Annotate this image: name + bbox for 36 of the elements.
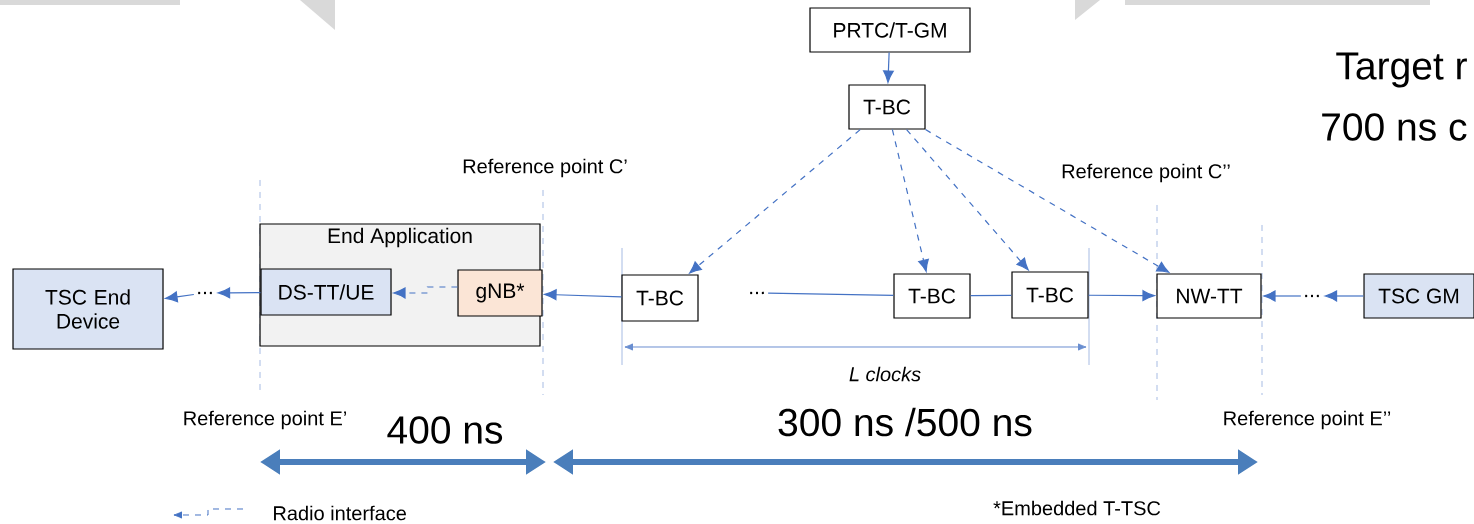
footnote-text: *Embedded T-TSC: [993, 500, 1161, 516]
heading-text: Target r: [1336, 52, 1467, 88]
ellipsis-text: ...: [1305, 294, 1319, 298]
device-box: TSC End Device: [12, 268, 164, 350]
device-box: gNB*: [457, 269, 543, 317]
ellipsis-text: ...: [198, 291, 212, 295]
arrow: [217, 287, 261, 299]
clock-box: PRTC/T-GM: [809, 7, 971, 53]
dimension-label: 400 ns: [387, 416, 503, 444]
arrow: [924, 129, 1170, 273]
device-box: DS-TT/UE: [260, 268, 392, 316]
clock-box: T-BC: [893, 273, 971, 319]
arrow: [1263, 290, 1302, 302]
reference-label: Reference point C’’: [1062, 163, 1230, 183]
clock-box: T-BC: [621, 274, 699, 322]
clock-box: NW-TT: [1156, 273, 1262, 319]
dimension-label: 300 ns /500 ns: [778, 407, 1032, 437]
arrow: [544, 289, 622, 301]
arrow: [165, 291, 195, 303]
arrow: [1088, 290, 1155, 302]
arrow: [1324, 290, 1364, 302]
ellipsis-text: ...: [750, 291, 764, 295]
dimension-label: L clocks: [849, 366, 921, 382]
legend-text: Radio interface: [274, 505, 406, 521]
arrow: [891, 129, 929, 272]
clock-box: T-BC: [848, 84, 926, 130]
arrow: [393, 286, 458, 299]
arrow: [689, 129, 861, 274]
reference-label: Reference point E’’: [1224, 410, 1391, 430]
reference-label: Reference point C’: [463, 158, 627, 178]
arrow: [906, 129, 1029, 271]
heading-text: 700 ns c: [1322, 113, 1467, 141]
device-box: TSC GM: [1363, 273, 1474, 319]
clock-box: T-BC: [1011, 271, 1089, 319]
reference-label: Reference point E’: [184, 410, 346, 430]
arrow: [882, 52, 894, 83]
